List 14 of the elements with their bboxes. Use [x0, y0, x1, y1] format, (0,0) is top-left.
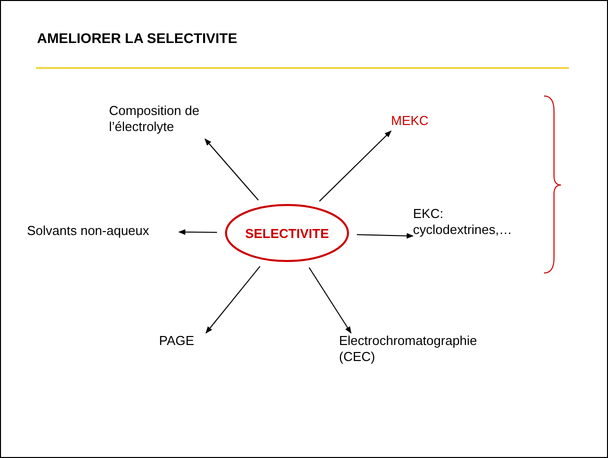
node-label: Solvants non-aqueux: [27, 223, 179, 239]
arrow: [356, 233, 414, 239]
arrow: [318, 130, 392, 202]
arrow: [308, 267, 352, 334]
arrow: [178, 229, 218, 235]
node-label: Electrochromatographie (CEC): [339, 333, 509, 369]
arrow: [204, 138, 259, 201]
arrow: [206, 266, 260, 334]
node-label: PAGE: [159, 333, 203, 351]
node-label: MEKC: [391, 113, 441, 131]
node-label: SELECTIVITE: [245, 226, 329, 240]
node-label: EKC: cyclodextrines,…: [413, 206, 525, 240]
slide-title: AMELIORER LA SELECTIVITE: [37, 30, 238, 46]
node-label: Composition de l’électrolyte: [109, 103, 231, 139]
